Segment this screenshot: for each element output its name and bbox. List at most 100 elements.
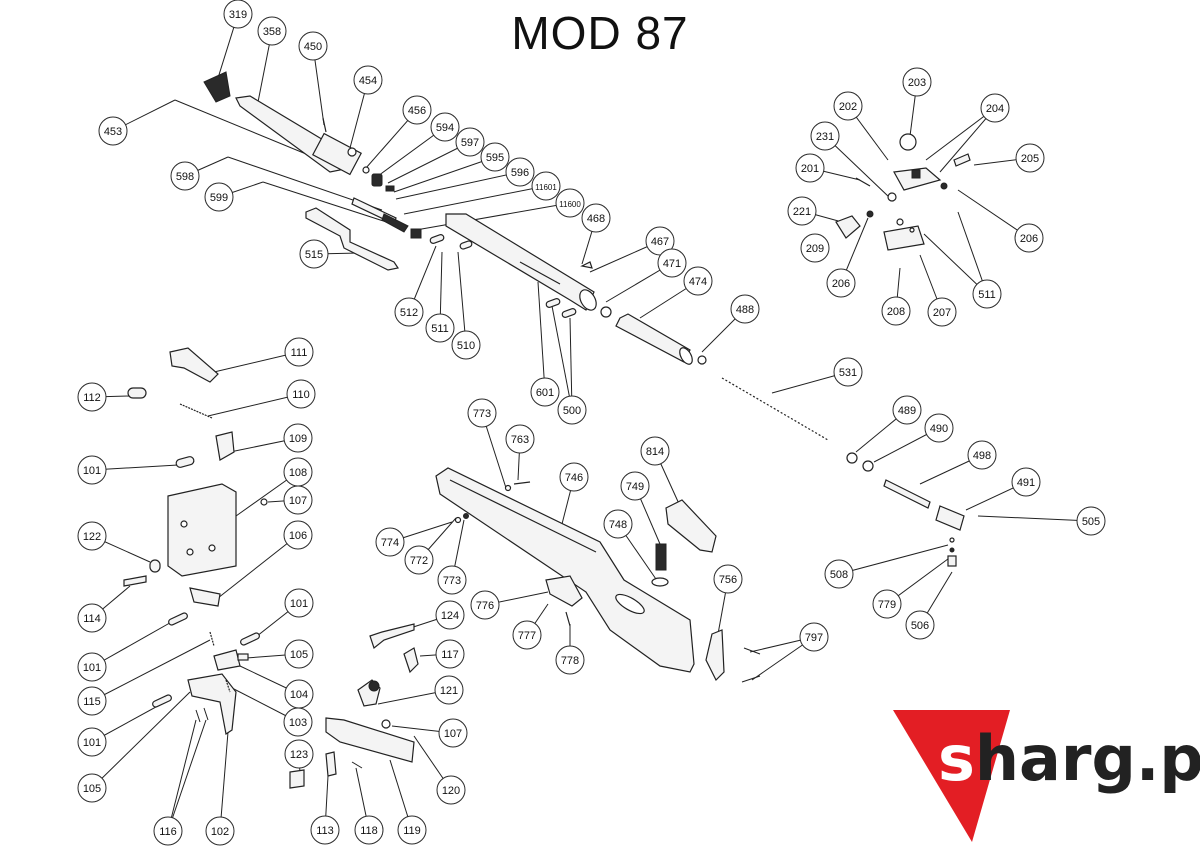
callout-circle: [284, 337, 314, 367]
callout-117: 117: [435, 639, 465, 669]
diagram-title: MOD 87: [511, 7, 689, 59]
callout-circle: [603, 509, 633, 539]
callout-599: 599: [204, 182, 234, 212]
stock-part: [435, 467, 695, 673]
callout-number: 11601: [535, 183, 557, 192]
callout-circle: [800, 233, 830, 263]
callout-circle: [284, 739, 314, 769]
callout-circle: [787, 196, 817, 226]
callout-circle: [799, 622, 829, 652]
piston-part: [615, 313, 691, 363]
callout-circle: [283, 520, 313, 550]
callout-number: 506: [911, 620, 929, 632]
callout-number: 489: [898, 405, 916, 417]
callout-756: 756: [713, 564, 743, 594]
callout-circle: [892, 395, 922, 425]
callout-102: 102: [205, 816, 235, 846]
callout-772: 772: [404, 545, 434, 575]
callout-number: 206: [832, 278, 850, 290]
callout-107: 107: [438, 718, 468, 748]
callout-105: 105: [284, 639, 314, 669]
callout-511: 511: [425, 313, 455, 343]
callout-number: 594: [436, 122, 454, 134]
callout-number: 468: [587, 213, 605, 225]
callout-489: 489: [892, 395, 922, 425]
callout-108: 108: [283, 457, 313, 487]
callout-circle: [967, 440, 997, 470]
callout-circle: [375, 527, 405, 557]
callout-101: 101: [284, 588, 314, 618]
callout-201: 201: [795, 153, 825, 183]
callout-508: 508: [824, 559, 854, 589]
callout-circle: [730, 294, 760, 324]
safety-plate-part: [325, 717, 415, 763]
callout-506: 506: [905, 610, 935, 640]
callout-number: 498: [973, 450, 991, 462]
callout-109: 109: [283, 423, 313, 453]
callout-122: 122: [77, 521, 107, 551]
callout-number: 597: [461, 137, 479, 149]
callout-number: 488: [736, 304, 754, 316]
callout-number: 756: [719, 574, 737, 586]
callout-number: 209: [806, 243, 824, 255]
callout-circle: [826, 268, 856, 298]
callout-number: 109: [289, 433, 307, 445]
callout-595: 595: [480, 142, 510, 172]
callout-number: 103: [289, 717, 307, 729]
callout-circle: [1076, 506, 1106, 536]
callout-number: 454: [359, 75, 377, 87]
callout-number: 467: [651, 236, 669, 248]
callout-114: 114: [77, 603, 107, 633]
callout-number: 358: [263, 26, 281, 38]
callout-746: 746: [559, 462, 589, 492]
callout-number: 749: [626, 481, 644, 493]
callout-circle: [284, 639, 314, 669]
callout-circle: [1015, 143, 1045, 173]
callout-circle: [283, 423, 313, 453]
callout-208: 208: [881, 296, 911, 326]
callout-circle: [927, 297, 957, 327]
callout-circle: [430, 112, 460, 142]
callout-circle: [77, 521, 107, 551]
callout-121: 121: [434, 675, 464, 705]
callout-491: 491: [1011, 467, 1041, 497]
callout-circle: [435, 639, 465, 669]
callout-779: 779: [872, 589, 902, 619]
callout-number: 748: [609, 519, 627, 531]
callout-number: 208: [887, 306, 905, 318]
callout-number: 511: [431, 323, 449, 335]
callout-circle: [435, 600, 465, 630]
callout-number: 101: [83, 662, 101, 674]
callout-467: 467: [645, 226, 675, 256]
callout-number: 203: [908, 77, 926, 89]
callout-circle: [438, 718, 468, 748]
callout-circle: [204, 182, 234, 212]
callout-231: 231: [810, 121, 840, 151]
callout-circle: [980, 93, 1010, 123]
callout-207: 207: [927, 297, 957, 327]
callout-number: 598: [176, 171, 194, 183]
callout-circle: [1011, 467, 1041, 497]
callout-531: 531: [833, 357, 863, 387]
callout-774: 774: [375, 527, 405, 557]
callout-circle: [902, 67, 932, 97]
callout-number: 778: [561, 655, 579, 667]
callout-number: 797: [805, 632, 823, 644]
callout-number: 205: [1021, 153, 1039, 165]
callout-circle: [505, 157, 535, 187]
callout-202: 202: [833, 91, 863, 121]
callout-778: 778: [555, 645, 585, 675]
callout-number: 491: [1017, 477, 1035, 489]
callout-118: 118: [354, 815, 384, 845]
callout-circle: [77, 652, 107, 682]
callout-circle: [467, 398, 497, 428]
callout-number: 595: [486, 152, 504, 164]
callout-circle: [531, 171, 561, 201]
callout-488: 488: [730, 294, 760, 324]
callout-512: 512: [394, 297, 424, 327]
callout-113: 113: [310, 815, 340, 845]
callout-circle: [683, 266, 713, 296]
callout-number: 508: [830, 569, 848, 581]
callout-circle: [77, 382, 107, 412]
